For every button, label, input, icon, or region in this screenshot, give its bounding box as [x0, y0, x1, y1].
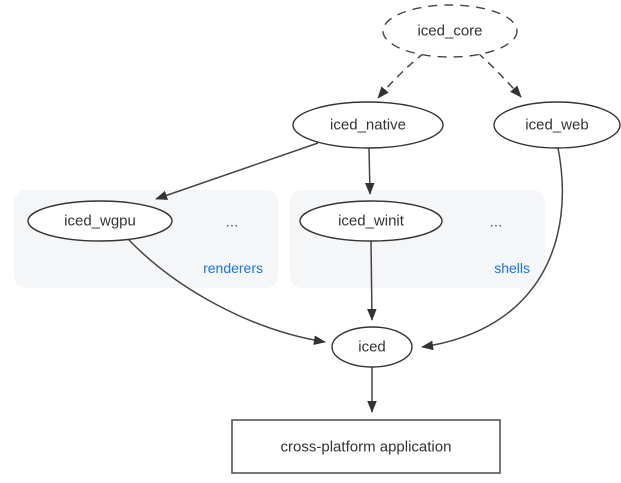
edge-winit-to-iced-path	[367, 240, 377, 321]
edge-core-to-web	[477, 52, 522, 98]
edge-web-to-iced-path	[421, 147, 564, 351]
node-cross-platform-application-shape[interactable]	[231, 419, 501, 474]
edge-wgpu-to-iced	[127, 238, 326, 345]
node-iced-native-shape[interactable]	[292, 101, 444, 149]
edge-native-to-wgpu	[155, 142, 319, 200]
edge-web-to-iced	[421, 147, 564, 351]
edge-core-to-web-path	[477, 52, 522, 98]
node-iced-native[interactable]: iced_native	[292, 101, 444, 149]
edge-core-to-native	[377, 52, 425, 99]
edge-winit-to-iced	[367, 240, 377, 321]
node-iced-web[interactable]: iced_web	[493, 101, 621, 149]
edge-core-to-native-path	[377, 52, 425, 99]
node-iced-winit[interactable]: iced_winit	[299, 200, 443, 242]
node-iced-wgpu[interactable]: iced_wgpu	[27, 200, 173, 242]
cluster-renderers-background	[14, 190, 278, 288]
node-iced-web-shape[interactable]	[493, 101, 621, 149]
node-iced-wgpu-shape[interactable]	[27, 200, 173, 242]
node-iced-winit-shape[interactable]	[299, 200, 443, 242]
node-cross-platform-application[interactable]: cross-platform application	[231, 419, 501, 474]
cluster-renderers: renderers	[14, 190, 278, 288]
node-iced-shape[interactable]	[331, 326, 413, 368]
edge-wgpu-to-iced-path	[127, 238, 326, 345]
node-iced-core[interactable]: iced_core	[382, 4, 518, 58]
edge-native-to-wgpu-path	[155, 142, 319, 200]
node-iced-core-shape[interactable]	[382, 4, 518, 58]
edge-native-to-winit-path	[364, 147, 375, 195]
node-iced[interactable]: iced	[331, 326, 413, 368]
edge-native-to-winit	[364, 147, 375, 195]
